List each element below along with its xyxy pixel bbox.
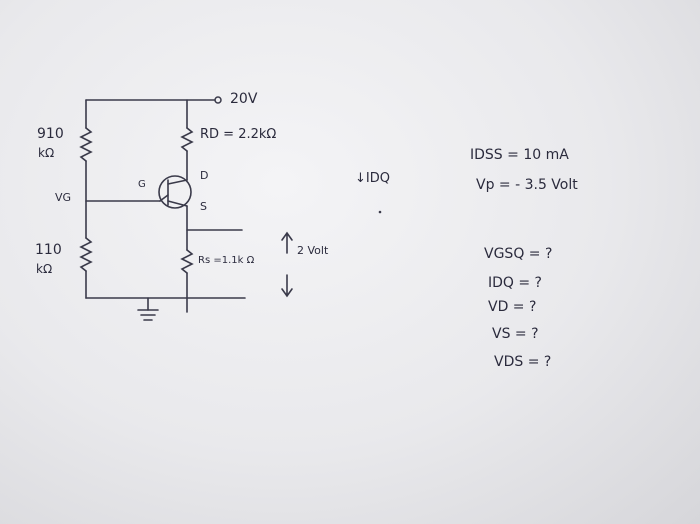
jfet-gate-lead: [159, 194, 169, 202]
r2-value: 110: [35, 242, 62, 258]
supply-label: 20V: [230, 91, 258, 107]
pen-dot: [378, 210, 382, 214]
idss-given: IDSS = 10 mA: [470, 147, 569, 163]
source-label: S: [200, 200, 207, 213]
r1-unit: kΩ: [38, 146, 55, 160]
supply-terminal: [214, 96, 222, 104]
question-idq: IDQ = ?: [488, 275, 542, 291]
question-vs: VS = ?: [492, 326, 539, 342]
resistor-rs: [180, 249, 194, 274]
resistor-r2: [79, 237, 93, 272]
gate-label: G: [138, 179, 146, 190]
vs-arrow-down-icon: [281, 274, 293, 298]
rd-label: RD = 2.2kΩ: [200, 127, 277, 142]
jfet-source-lead: [167, 200, 188, 207]
resistor-r1: [79, 127, 93, 162]
question-vd: VD = ?: [488, 299, 537, 315]
r2-unit: kΩ: [36, 262, 53, 276]
question-vds: VDS = ?: [494, 354, 552, 370]
drain-label: D: [200, 169, 209, 182]
r1-value: 910: [37, 126, 64, 142]
jfet-symbol: [158, 175, 192, 209]
resistor-rd: [180, 127, 194, 152]
vs-arrow-up-icon: [281, 231, 293, 254]
ground-icon: [137, 309, 159, 321]
question-vgsq: VGSQ = ?: [484, 246, 553, 262]
rs-label: Rs =1.1k Ω: [198, 255, 255, 266]
jfet-drain-lead: [167, 179, 188, 185]
vs-voltage-label: 2 Volt: [297, 244, 329, 257]
vg-label: VG: [55, 191, 72, 204]
drain-current-label: ↓IDQ: [355, 171, 390, 186]
vp-given: Vp = - 3.5 Volt: [476, 177, 578, 193]
